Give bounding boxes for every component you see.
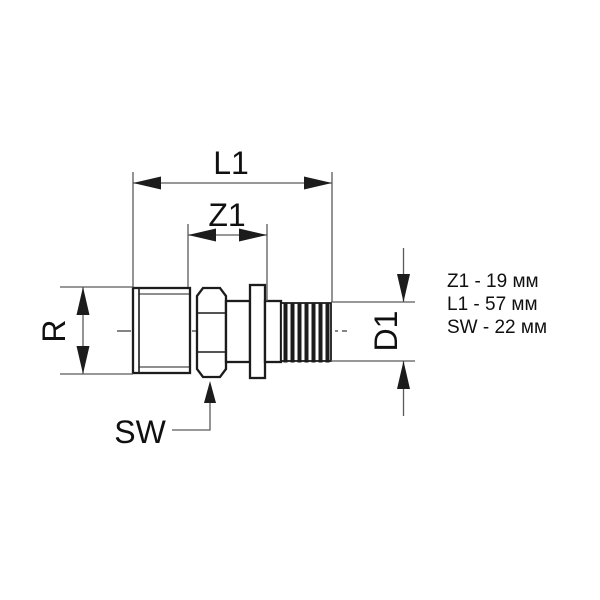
dimension-r: R [36,286,133,375]
sw-arrow-up-icon [204,381,216,403]
label-z1: Z1 [208,197,245,233]
spec-line-l1: L1 - 57 мм [447,294,538,315]
thread-section [131,286,192,375]
sw-callout: SW [114,381,216,450]
z1-arrow-right-icon [239,228,267,242]
label-l1: L1 [213,145,249,181]
dimension-d1: D1 [331,248,415,416]
r-arrow-up-icon [76,287,90,315]
d1-arrow-down-icon [397,274,410,302]
sw-leader-line [172,402,211,431]
d1-arrow-up-icon [397,361,410,389]
z1-arrow-left-icon [188,228,216,242]
l1-arrow-left-icon [133,176,161,190]
r-arrow-down-icon [76,346,90,374]
l1-arrow-right-icon [304,176,332,190]
pipe-cylinder [263,299,283,364]
hex-nut [195,286,228,379]
spec-line-z1: Z1 - 19 мм [447,271,539,292]
collar-flange [248,283,267,380]
dimension-z1: Z1 [187,197,268,301]
label-sw: SW [114,414,166,450]
neck-cylinder [224,299,252,364]
dimension-l1: L1 [132,145,333,302]
fitting-body [117,283,347,380]
label-d1: D1 [368,311,404,352]
label-r: R [36,319,72,342]
spec-list: Z1 - 19 мм L1 - 57 мм SW - 22 мм [447,271,547,338]
spec-line-sw: SW - 22 мм [447,317,547,338]
